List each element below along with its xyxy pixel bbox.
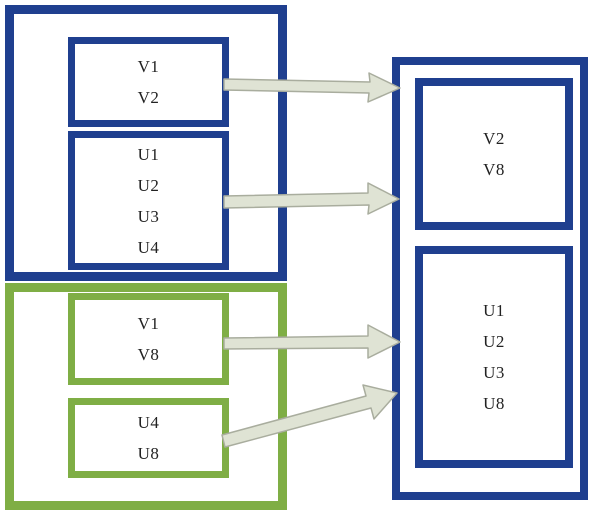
label-u2: U2 <box>483 332 505 351</box>
right-container <box>392 57 588 500</box>
label-u3: U3 <box>137 206 160 226</box>
label-u1: U1 <box>483 301 505 320</box>
label-u2: U2 <box>137 175 160 195</box>
label-v1: V1 <box>137 314 160 333</box>
label-u1: U1 <box>137 144 160 164</box>
box-v1-v8: V1 V8 <box>68 293 229 385</box>
label-u4: U4 <box>137 237 160 257</box>
box-u1-u8: U1 U2 U3 U8 <box>415 246 573 468</box>
box-v1-v2: V1 V2 <box>68 37 229 127</box>
box-u1-u4: U1 U2 U3 U4 <box>68 131 229 270</box>
label-v8: V8 <box>137 345 160 364</box>
label-u8: U8 <box>137 444 160 463</box>
label-u3: U3 <box>483 363 505 382</box>
label-v2: V2 <box>483 129 505 148</box>
box-v2-v8: V2 V8 <box>415 78 573 230</box>
label-v8: V8 <box>483 160 505 179</box>
label-v1: V1 <box>137 57 160 76</box>
box-u4-u8: U4 U8 <box>68 398 229 478</box>
label-v2: V2 <box>137 88 160 107</box>
label-u8: U8 <box>483 394 505 413</box>
label-u4: U4 <box>137 413 160 432</box>
left-top-container <box>5 5 287 281</box>
